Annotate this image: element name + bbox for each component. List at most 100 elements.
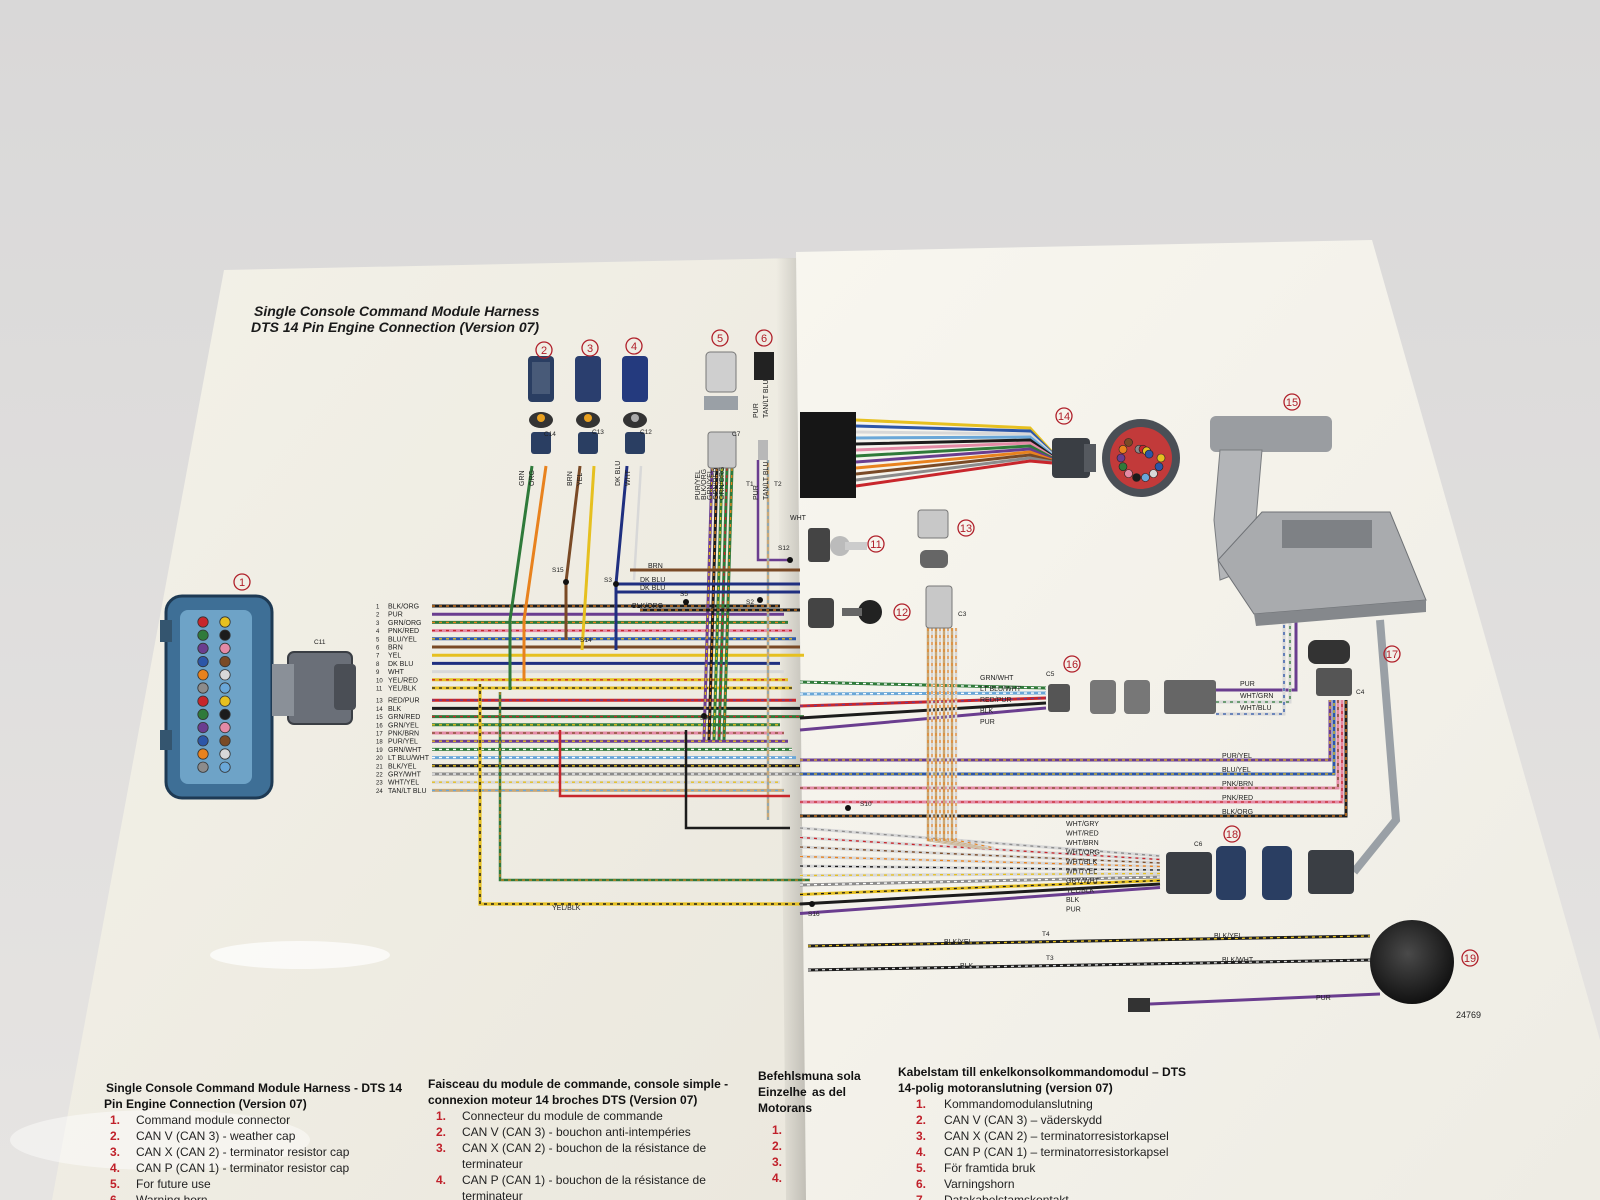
engine-bundle-wire [855, 450, 1053, 470]
callout-number: 3 [587, 343, 593, 355]
harness-label-c7d: GRN/RED [713, 468, 720, 500]
warning-horn-connector [754, 352, 774, 460]
legend-item-text: terminateur [462, 1189, 523, 1200]
legend-item-number: 2. [110, 1129, 120, 1143]
legend-item-number: 1. [916, 1097, 926, 1111]
can-v-weather-cap [528, 356, 554, 454]
engine-bundle-wire [855, 459, 1053, 488]
connector-pin [219, 748, 231, 760]
callout-number: 13 [960, 523, 972, 535]
connector-pin [219, 669, 231, 681]
c7-wire-stripe [708, 467, 718, 741]
c6-wire [799, 879, 1161, 896]
legend-item-number: 1. [772, 1123, 782, 1137]
connector-pin [197, 682, 209, 694]
callout-number: 19 [1464, 953, 1476, 965]
pin-number: 15 [376, 715, 383, 721]
c4-wire-label: PNK/RED [1222, 795, 1253, 802]
pin-wire-label: WHT [388, 669, 405, 676]
c6-wire [799, 872, 1161, 877]
t4-left-label: BLK/YEL [944, 939, 973, 946]
harness-label-t1a: PUR [753, 403, 760, 418]
glare-spot [210, 941, 390, 969]
connector-pin [219, 695, 231, 707]
c6-wire-label: WHT/RED [1066, 831, 1099, 838]
connector-label-s3: S3 [604, 577, 612, 584]
lower-wire [684, 730, 790, 830]
splice-dot [787, 557, 793, 563]
legend-item-number: 3. [110, 1145, 120, 1159]
c5-wire [799, 701, 1047, 720]
c4-wire-label: PUR/YEL [1222, 753, 1252, 760]
callout-number: 11 [870, 539, 881, 551]
glare-spot [10, 1110, 310, 1170]
splice-dot [683, 599, 689, 605]
harness-label-c13a: BRN [567, 471, 574, 486]
callout-number: 2 [541, 345, 547, 357]
c6-wire [799, 882, 1161, 906]
connector-pin-grid [197, 616, 231, 773]
pin-wire-label: GRN/RED [388, 714, 420, 721]
c6-wire-label: YEL/BLK [1066, 888, 1095, 895]
harness-label-c12a: DK BLU [615, 461, 622, 486]
callout-number: 5 [717, 333, 723, 345]
pin-wire-label: PNK/RED [388, 628, 419, 635]
connector-pin [197, 748, 209, 760]
c4-top-wire-stripe [1216, 622, 1291, 703]
legend-es-heading-3: Motorans [758, 1101, 812, 1115]
c4-wire-stripe [800, 700, 1347, 817]
legend-item-text: Connecteur du module de commande [462, 1109, 663, 1123]
c3-wire-stripe [939, 628, 987, 849]
c6-wire-label: WHT/YEL [1066, 869, 1097, 876]
pin-wire-label: TAN/LT BLU [388, 788, 427, 795]
engine-pin [1124, 469, 1133, 478]
connector-pin [219, 655, 231, 668]
c6-wire-label: BLK [1066, 897, 1080, 904]
connector-label-t2: T2 [774, 481, 782, 488]
legend-es-heading-1: Befehlsm [758, 1069, 812, 1083]
callout-circle [581, 339, 599, 357]
legend-item-text: För framtida bruk [944, 1161, 1036, 1175]
engine-pin [1116, 453, 1126, 463]
c5-wire [799, 706, 1047, 732]
engine-14-pin-connector [800, 412, 1180, 498]
harness-label-yelblk: YEL/BLK [552, 905, 581, 912]
pin-number: 17 [376, 732, 383, 738]
pin-wire-label: BLK/YEL [388, 763, 417, 770]
pin-number: 11 [376, 687, 383, 693]
connector-label-s2: S2 [746, 599, 754, 606]
pin-wire-label: RED/PUR [388, 698, 420, 705]
callout-circle [1283, 393, 1301, 411]
figure-number: 24769 [1456, 1010, 1481, 1020]
harness-label-wht: WHT [790, 515, 807, 522]
can-x-wire [580, 465, 596, 651]
callout-number: 15 [1286, 397, 1298, 409]
pin-number: 14 [376, 707, 383, 713]
pin-number: 13 [376, 699, 383, 705]
splice-dot [845, 805, 851, 811]
callout-circle [755, 329, 773, 347]
legend-fr-items: 1.Connecteur du module de commande2.CAN … [436, 1109, 706, 1200]
engine-bundle-wire [855, 453, 1053, 476]
c11-connector [272, 651, 356, 725]
c5-wire-label: LT BLU/WHT [980, 686, 1022, 693]
legend-item-number: 3. [436, 1141, 446, 1155]
callout-circle [1461, 949, 1479, 967]
legend-en-heading-2: Pin Engine Connection (Version 07) [104, 1097, 307, 1111]
control-cable [1350, 619, 1401, 875]
pin-number: 23 [376, 781, 383, 787]
engine-pin [1141, 473, 1150, 482]
future-use-connector [704, 351, 738, 469]
legend-sv-heading-1: Kabelstam till enkelkonsolkommandomodul … [898, 1065, 1186, 1079]
connector-pin [219, 629, 231, 641]
connector-pin [197, 735, 209, 747]
c6-wire-label: WHT/BLK [1066, 859, 1097, 866]
connector-pin [219, 616, 231, 628]
can-x-terminator-cap [575, 356, 601, 454]
c4-top-wire-label: WHT/GRN [1240, 693, 1273, 700]
connector-pin [219, 708, 231, 721]
pin-wire-label: BLU/YEL [388, 636, 417, 643]
connector-label-c4: C4 [1356, 689, 1365, 696]
engine-pin [1124, 438, 1133, 447]
